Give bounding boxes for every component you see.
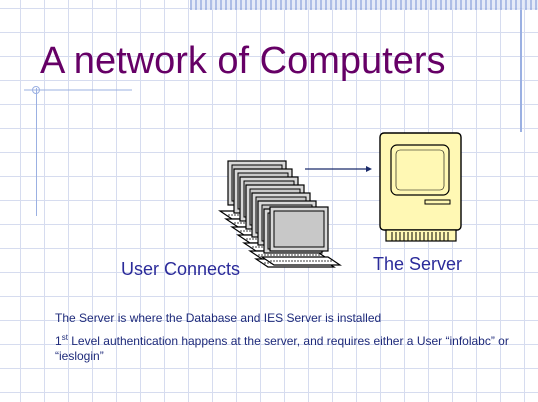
decorative-right-line bbox=[520, 10, 522, 132]
page-title: A network of Computers bbox=[40, 40, 446, 82]
connection-arrow-icon bbox=[305, 166, 372, 172]
user-connects-label: User Connects bbox=[121, 259, 241, 279]
decorative-top-band bbox=[190, 0, 538, 10]
server-label: The Server bbox=[373, 254, 463, 274]
notes: The Server is where the Database and IES… bbox=[55, 311, 525, 371]
note-line-2-superscript: st bbox=[61, 332, 68, 342]
note-line-2-number: 1 bbox=[55, 333, 62, 348]
note-line-1: The Server is where the Database and IES… bbox=[55, 311, 382, 325]
crosshair-ornament-icon bbox=[24, 86, 132, 94]
note-line-2: 1st Level authentication happens at the … bbox=[55, 333, 525, 365]
note-line-2-text: Level authentication happens at the serv… bbox=[55, 333, 509, 364]
decorative-left-line bbox=[36, 88, 37, 216]
server-computer-icon bbox=[379, 132, 462, 242]
client-computers-icon bbox=[219, 160, 341, 268]
